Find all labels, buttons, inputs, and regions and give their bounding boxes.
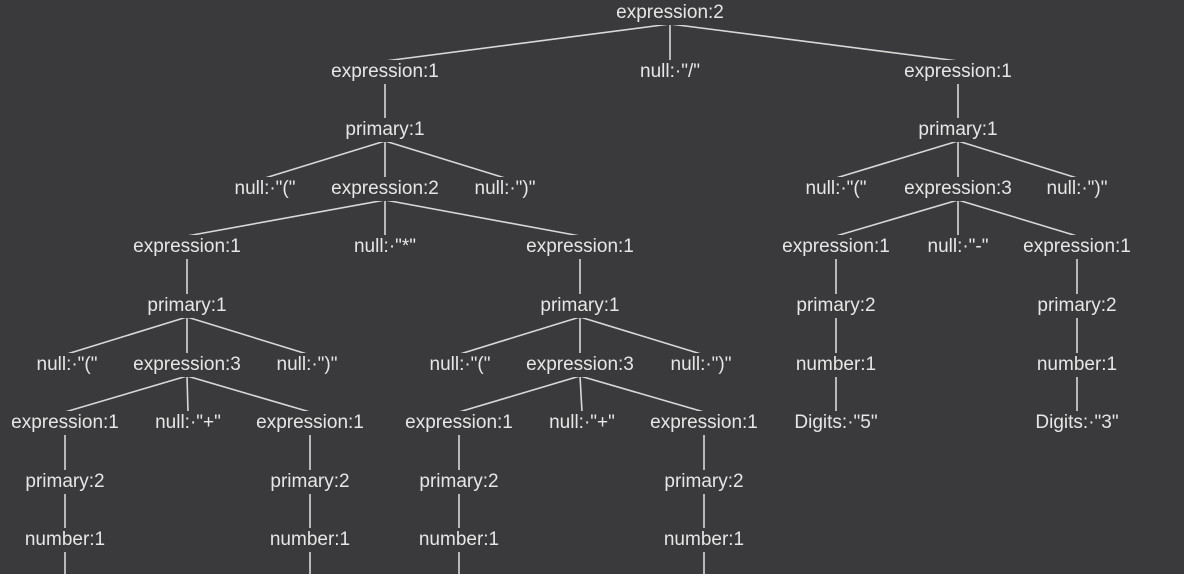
tree-edge <box>458 375 581 413</box>
tree-node: number:1 <box>662 528 746 552</box>
tree-node: expression:2 <box>615 1 725 25</box>
tree-node: null:·"/" <box>639 60 701 84</box>
tree-node: primary:1 <box>146 294 228 318</box>
tree-node: null:·"(" <box>804 177 868 201</box>
tree-node: expression:1 <box>132 235 242 259</box>
tree-node: expression:1 <box>1022 235 1132 259</box>
tree-node: null:·")" <box>1045 177 1109 201</box>
tree-node: primary:2 <box>663 470 745 494</box>
tree-edge <box>186 316 308 355</box>
tree-node: expression:3 <box>525 353 635 377</box>
tree-edge <box>835 140 959 179</box>
tree-node: null:·"*" <box>352 235 418 259</box>
tree-node: primary:2 <box>269 470 351 494</box>
tree-edge <box>384 140 506 179</box>
tree-node: primary:2 <box>418 470 500 494</box>
tree-edge <box>957 140 1078 179</box>
tree-edge <box>66 316 188 355</box>
tree-edge <box>579 375 705 413</box>
tree-node: Digits:·"3" <box>1034 411 1120 435</box>
tree-node: expression:3 <box>132 353 242 377</box>
tree-node: Digits:·"5" <box>793 411 879 435</box>
tree-node: expression:1 <box>781 235 891 259</box>
tree-node: null:·"-" <box>926 235 990 259</box>
tree-edge <box>384 199 581 237</box>
tree-edge <box>186 375 189 413</box>
tree-node: expression:1 <box>330 60 440 84</box>
tree-edge <box>835 199 959 237</box>
tree-node: primary:2 <box>795 294 877 318</box>
tree-node: number:1 <box>794 353 878 377</box>
tree-edge <box>669 23 959 62</box>
tree-node: null:·"+" <box>154 411 222 435</box>
tree-node: number:1 <box>23 528 107 552</box>
tree-node: number:1 <box>1035 353 1119 377</box>
tree-node: null:·"(" <box>35 353 99 377</box>
tree-node: null:·"(" <box>428 353 492 377</box>
tree-node: expression:1 <box>903 60 1013 84</box>
tree-edge <box>384 23 671 62</box>
tree-edge <box>957 199 1078 237</box>
tree-edge <box>264 140 386 179</box>
tree-node: null:·")" <box>669 353 733 377</box>
tree-node: expression:1 <box>10 411 120 435</box>
tree-node: expression:3 <box>903 177 1013 201</box>
tree-node: expression:1 <box>404 411 514 435</box>
tree-node: primary:2 <box>24 470 106 494</box>
tree-node: primary:2 <box>1036 294 1118 318</box>
tree-edge <box>579 375 583 413</box>
tree-edge <box>459 316 581 355</box>
tree-node: number:1 <box>268 528 352 552</box>
tree-edge <box>579 316 702 355</box>
tree-node: null:·")" <box>473 177 537 201</box>
tree-edge <box>186 375 311 413</box>
tree-node: number:1 <box>417 528 501 552</box>
tree-node: primary:1 <box>917 118 999 142</box>
tree-node: expression:2 <box>330 177 440 201</box>
tree-node: primary:1 <box>344 118 426 142</box>
tree-node: expression:1 <box>525 235 635 259</box>
tree-edge <box>64 375 188 413</box>
tree-node: expression:1 <box>255 411 365 435</box>
tree-node: null:·"(" <box>233 177 297 201</box>
tree-node: primary:1 <box>539 294 621 318</box>
tree-node: null:·")" <box>275 353 339 377</box>
tree-edge <box>186 199 386 237</box>
tree-node: expression:1 <box>649 411 759 435</box>
tree-node: null:·"+" <box>548 411 616 435</box>
